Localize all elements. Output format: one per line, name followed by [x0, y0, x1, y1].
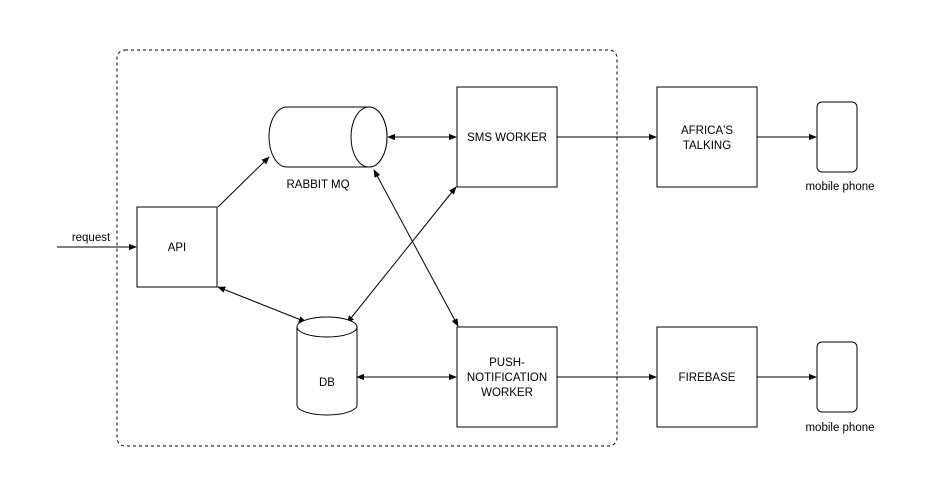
api-node: API [136, 206, 218, 288]
push-worker-label-line-2: NOTIFICATION [467, 372, 547, 384]
mobile-phone-bottom: mobile phone [805, 341, 875, 434]
db-label: DB [319, 377, 335, 389]
request-label: request [72, 232, 111, 244]
push-notification-worker-node: PUSH- NOTIFICATION WORKER [456, 326, 558, 428]
api-to-rabbitmq-arrow [217, 156, 270, 208]
rabbitmq-queue [268, 106, 388, 168]
mobile-phone-icon [816, 101, 858, 173]
api-db-arrow [217, 286, 307, 323]
mobile-phone-top: mobile phone [805, 101, 875, 193]
africas-talking-label-line-2: TALKING [683, 140, 731, 152]
push-worker-label-line-1: PUSH- [489, 357, 525, 369]
sms-worker-label: SMS WORKER [467, 132, 547, 144]
firebase-node: FIREBASE [656, 326, 758, 428]
connectors [57, 133, 817, 381]
africas-talking-label-line-1: AFRICA'S [681, 125, 733, 137]
mobile-phone-bottom-label: mobile phone [805, 422, 874, 434]
mobile-phone-top-label: mobile phone [805, 181, 874, 193]
system-boundary [116, 49, 618, 447]
rabbitmq-label: RABBIT MQ [286, 179, 349, 191]
firebase-label: FIREBASE [679, 372, 736, 384]
api-label: API [168, 242, 187, 254]
db-cylinder [296, 316, 358, 416]
mobile-phone-icon [816, 341, 858, 413]
africas-talking-node: AFRICA'S TALKING [656, 86, 758, 188]
sms-worker-node: SMS WORKER [456, 86, 558, 188]
rabbitmq-push-worker-arrow [373, 169, 459, 327]
sms-worker-db-arrow [346, 186, 457, 324]
push-worker-label-line-3: WORKER [481, 387, 533, 399]
